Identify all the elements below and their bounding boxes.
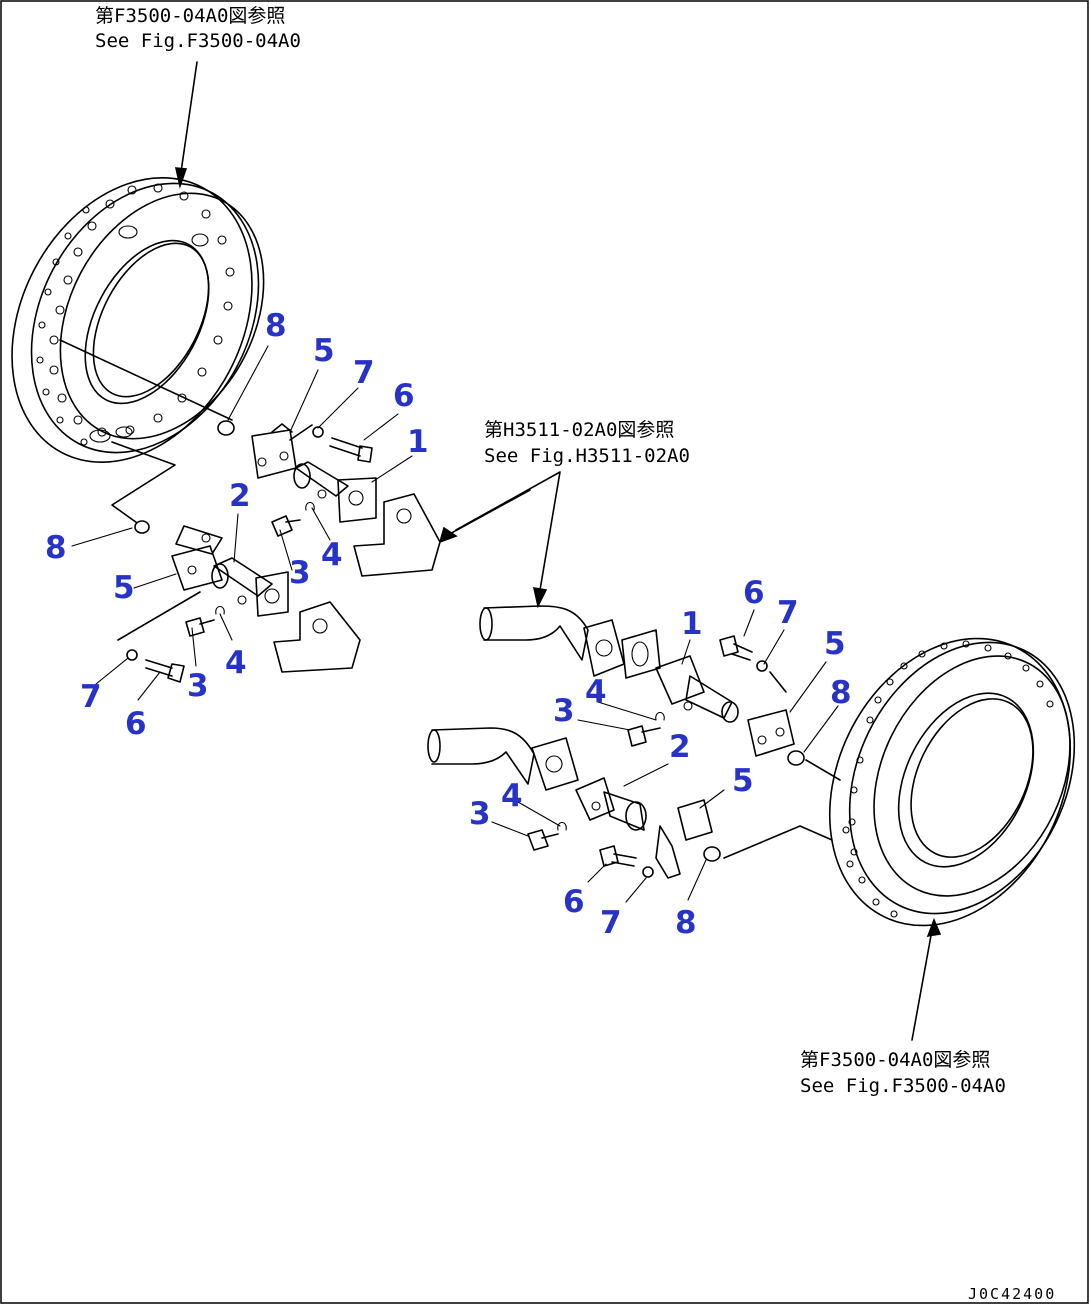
callout-2-right: 2 [669, 729, 691, 765]
callouts: 8 5 7 6 1 2 3 4 8 5 3 4 7 6 6 7 1 5 8 4 … [45, 308, 852, 941]
callout-2-left: 2 [229, 478, 251, 514]
callout-8-upper-left: 8 [265, 308, 287, 344]
callout-leaders [71, 345, 839, 903]
ref-middle-jp: 第H3511-02A0図参照 [484, 419, 674, 441]
callout-7-upper-left: 7 [353, 355, 375, 391]
leader-arrow [180, 61, 198, 173]
callout-7-right-lower: 7 [600, 905, 622, 941]
leader-8 [59, 339, 233, 421]
ref-bottom-right-en: See Fig.F3500-04A0 [800, 1075, 1006, 1097]
ref-top-left-en: See Fig.F3500-04A0 [95, 30, 301, 52]
callout-7-right-upper: 7 [777, 595, 799, 631]
callout-1-right: 1 [681, 606, 703, 642]
callout-4-left-upper: 4 [321, 537, 343, 573]
callout-3-left-upper: 3 [289, 555, 311, 591]
callout-8-left: 8 [45, 530, 67, 566]
callout-8-right-lower: 8 [675, 905, 697, 941]
callout-8-right-upper: 8 [830, 675, 852, 711]
ref-top-left: 第F3500-04A0図参照 See Fig.F3500-04A0 [95, 5, 301, 189]
callout-5-upper-left: 5 [313, 333, 335, 369]
ref-bottom-right-jp: 第F3500-04A0図参照 [800, 1049, 990, 1071]
callout-4-right-upper: 4 [585, 674, 607, 710]
ref-bottom-right: 第F3500-04A0図参照 See Fig.F3500-04A0 [800, 1049, 1006, 1097]
right-assembly [427, 605, 841, 879]
callout-5-right-lower: 5 [732, 763, 754, 799]
callout-6-right-lower: 6 [563, 884, 585, 920]
callout-3-left-lower: 3 [187, 668, 209, 704]
callout-5-left: 5 [113, 570, 135, 606]
ref-middle: 第H3511-02A0図参照 See Fig.H3511-02A0 [455, 419, 690, 609]
callout-4-left-lower: 4 [225, 645, 247, 681]
left-assembly [117, 423, 531, 683]
callout-6-left-lower: 6 [125, 706, 147, 742]
drawing-code: J0C42400 [968, 1285, 1056, 1303]
callout-6-upper-left: 6 [393, 378, 415, 414]
callout-7-left-lower: 7 [80, 679, 102, 715]
callout-3-right-lower: 3 [469, 796, 491, 832]
callout-1-upper-left: 1 [407, 424, 429, 460]
arrow-head [174, 167, 188, 189]
ref-middle-en: See Fig.H3511-02A0 [484, 445, 690, 467]
callout-6-right-upper: 6 [743, 575, 765, 611]
wheel-hub-left [11, 177, 265, 534]
callout-4-right-lower: 4 [501, 778, 523, 814]
wheel-hub-right [828, 637, 1076, 1041]
callout-5-right-upper: 5 [824, 626, 846, 662]
callout-3-right-upper: 3 [553, 693, 575, 729]
ref-top-left-jp: 第F3500-04A0図参照 [95, 5, 285, 27]
